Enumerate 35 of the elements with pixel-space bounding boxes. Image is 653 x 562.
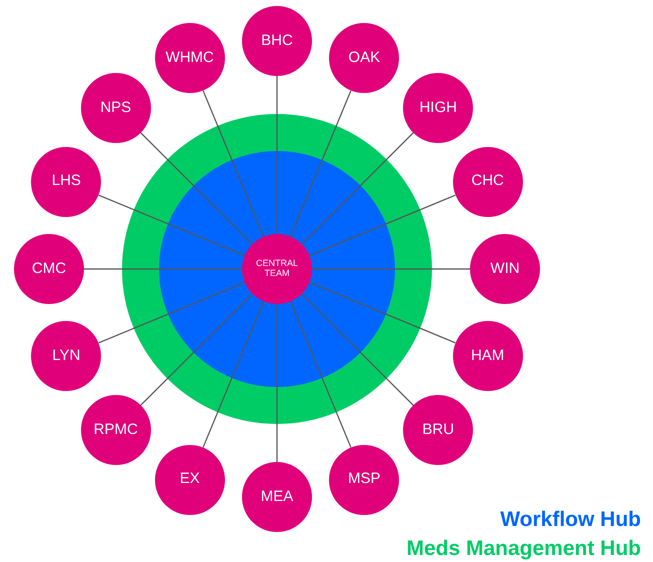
node-label: HIGH (418, 100, 458, 116)
node-label: WHMC (164, 50, 215, 67)
node-label: MSP (346, 471, 382, 488)
connector-line (98, 194, 245, 256)
connector-line (276, 304, 278, 462)
connector-line (309, 282, 456, 344)
connector-line (98, 282, 245, 344)
connector-line (290, 90, 352, 237)
connector-line (140, 293, 253, 406)
connector-line (312, 268, 470, 270)
legend-text: Meds Management Hub (406, 536, 641, 562)
node-label: CENTRAL TEAM (255, 259, 299, 279)
node-label: WIN (489, 260, 521, 278)
connector-line (276, 76, 278, 234)
connector-line (301, 293, 414, 406)
node-label: RPMC (92, 422, 139, 438)
connector-line (309, 194, 456, 256)
node-label: LHS (50, 173, 82, 190)
node-label: LYN (51, 348, 82, 364)
node-label: HAM (470, 348, 506, 364)
connector-line (301, 132, 414, 245)
node-label: OAK (347, 50, 382, 67)
node-label: CMC (30, 260, 68, 278)
node-label: BHC (260, 32, 294, 50)
node-label: BRU (421, 422, 456, 438)
connector-line (202, 90, 264, 237)
legend-text: Workflow Hub (500, 507, 641, 533)
node-label: CHC (470, 173, 505, 190)
node-label: NPS (99, 100, 132, 116)
connector-line (202, 301, 264, 448)
connector-line (84, 268, 242, 270)
node-label: EX (178, 471, 201, 488)
node-label: MEA (260, 488, 294, 506)
connector-line (140, 132, 253, 245)
connector-line (290, 301, 352, 448)
